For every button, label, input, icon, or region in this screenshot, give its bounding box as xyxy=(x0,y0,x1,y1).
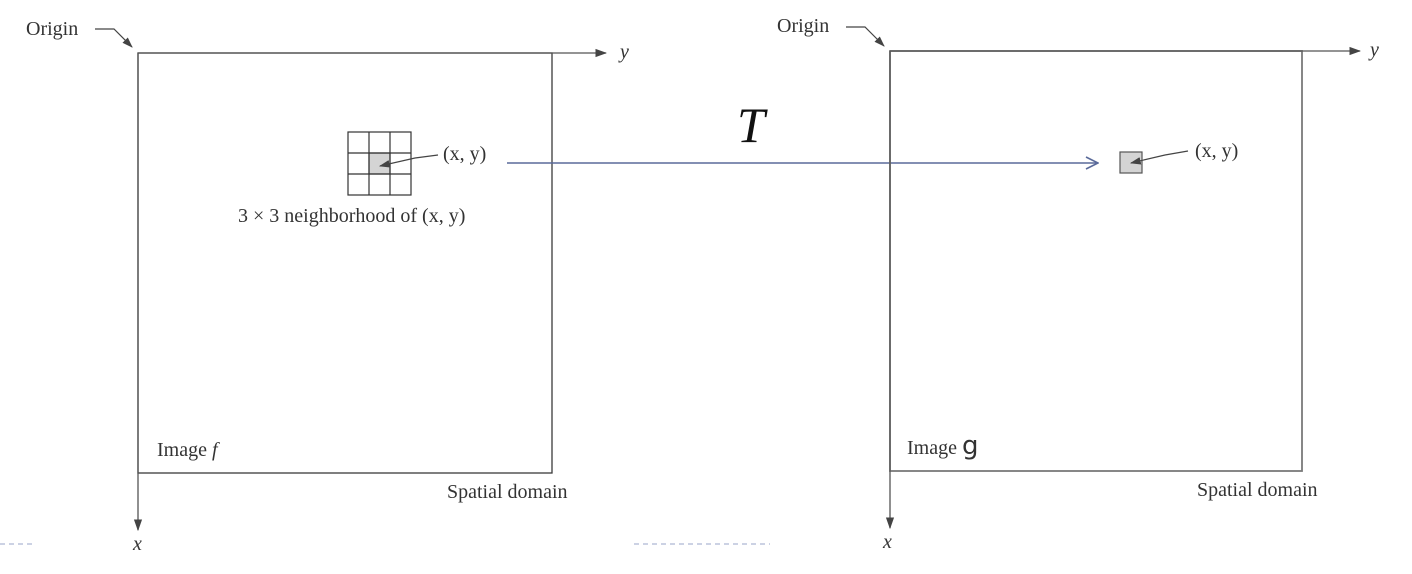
right-domain-label: Spatial domain xyxy=(1197,479,1318,501)
left-x-axis-label: x xyxy=(132,533,142,555)
left-y-axis-label: y xyxy=(618,41,629,63)
right-origin-arrow xyxy=(846,26,885,47)
right-point-label: (x, y) xyxy=(1195,140,1238,162)
right-x-axis-label: x xyxy=(882,531,892,553)
left-panel: Origin y x (x, y) 3 × 3 neighborhood of … xyxy=(26,18,629,555)
image-f-label: Image f xyxy=(157,439,220,461)
image-f-border xyxy=(137,52,553,474)
right-panel: Origin y x (x, y) Image g Spatial domain xyxy=(777,15,1379,553)
neighborhood-caption: 3 × 3 neighborhood of (x, y) xyxy=(238,205,465,227)
image-g-label: Image g xyxy=(907,431,979,461)
right-point-pointer xyxy=(1129,150,1189,165)
left-point-pointer xyxy=(378,154,439,168)
image-g-border xyxy=(889,50,1303,472)
left-domain-label: Spatial domain xyxy=(447,481,568,503)
right-y-axis-label: y xyxy=(1368,39,1379,61)
left-point-label: (x, y) xyxy=(443,143,486,165)
transform: T xyxy=(507,97,1098,163)
transform-label: T xyxy=(737,97,768,153)
left-origin-arrow xyxy=(95,28,133,48)
right-origin-label: Origin xyxy=(777,15,829,37)
left-origin-label: Origin xyxy=(26,18,78,40)
center-pixel xyxy=(368,152,391,175)
neighborhood-grid xyxy=(347,131,412,196)
